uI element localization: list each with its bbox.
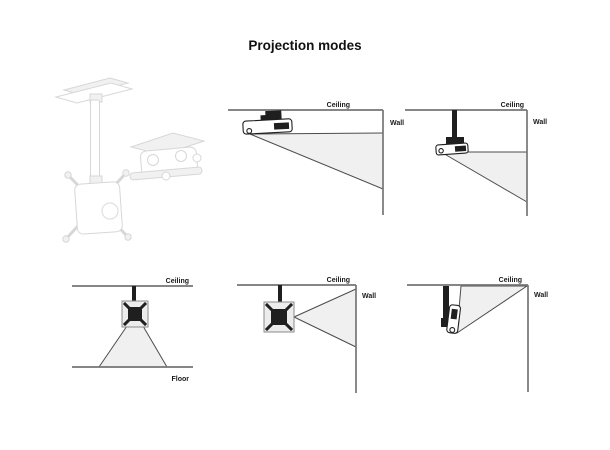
diagram-upward-wall-projection: Ceiling Wall — [407, 277, 548, 392]
ceiling-plate-front — [54, 82, 134, 104]
lens — [246, 127, 253, 134]
wall-label: Wall — [390, 120, 404, 127]
diagram-floor-projection: Ceiling Floor — [72, 278, 193, 383]
projection-cone — [456, 285, 528, 334]
knob — [147, 154, 159, 166]
projection-cone — [98, 325, 168, 368]
projector-icon — [121, 286, 149, 328]
page-title: Projection modes — [248, 38, 362, 53]
ceiling-label: Ceiling — [499, 277, 522, 284]
pole — [132, 286, 136, 303]
lens — [438, 148, 444, 154]
ceiling-label: Ceiling — [166, 278, 189, 285]
flush-mount-render — [129, 132, 206, 181]
side-knob — [192, 153, 202, 163]
pole-mount-render — [54, 77, 134, 243]
diagram-horizontal-wall-projection: Ceiling Wall — [237, 277, 376, 393]
arm-pad — [122, 169, 130, 177]
projector-icon — [435, 110, 469, 156]
ceiling-label: Ceiling — [501, 102, 524, 109]
ceiling-label: Ceiling — [327, 102, 350, 109]
pole — [278, 285, 282, 303]
ceiling-mount-render-icon — [54, 77, 206, 243]
arm-pad — [64, 171, 72, 179]
ceiling-label: Ceiling — [327, 277, 350, 284]
vent — [450, 308, 458, 320]
projector-icon — [263, 285, 295, 333]
pole — [452, 110, 457, 140]
diagram-flush-wall-projection: Ceiling Wall — [228, 102, 404, 215]
diagram-pole-wall-projection: Ceiling Wall — [405, 102, 547, 216]
mount-bracket — [265, 110, 282, 122]
projection-cone — [440, 151, 528, 203]
projector-body — [128, 307, 142, 321]
vent — [273, 122, 290, 130]
pole — [443, 286, 449, 324]
wall-label: Wall — [534, 292, 548, 299]
head-dial — [101, 202, 119, 220]
floor-label: Floor — [172, 376, 190, 383]
vent — [454, 145, 467, 152]
lens — [449, 327, 456, 333]
arm-pad — [62, 235, 70, 243]
bottom-hub — [161, 171, 171, 181]
projection-cone — [249, 132, 384, 190]
projector-icon — [441, 286, 461, 334]
knob — [175, 150, 187, 162]
wall-label: Wall — [362, 293, 376, 300]
projector-body — [271, 309, 287, 325]
mount-bracket — [441, 318, 452, 327]
mount-bracket — [446, 137, 464, 146]
mount-head-box — [74, 181, 123, 235]
wall-label: Wall — [533, 119, 547, 126]
projector-icon — [242, 110, 293, 135]
projection-cone — [293, 288, 357, 348]
arm-pad — [124, 233, 132, 241]
projector-body — [242, 118, 293, 135]
